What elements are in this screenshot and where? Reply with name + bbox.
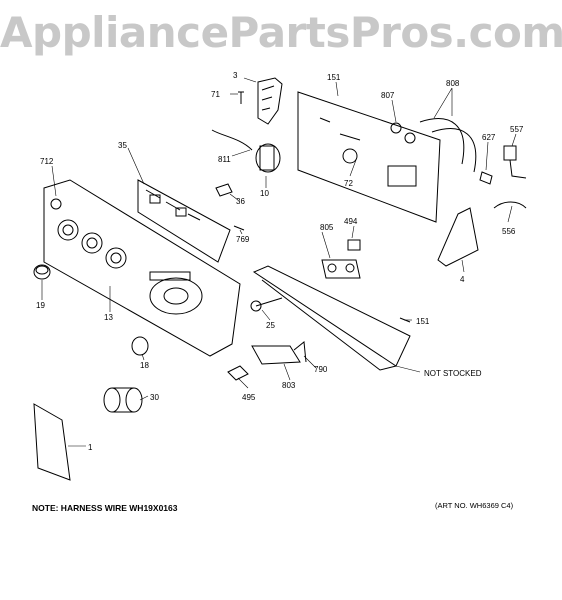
part-clip-495 [227,365,249,381]
part-bracket-3 [257,77,283,125]
callout-151-top: 151 [327,73,341,82]
callout-72: 72 [344,179,353,188]
callout-769: 769 [236,235,250,244]
part-capacitor-30 [103,387,143,413]
part-valve-bits [479,145,527,209]
callout-not-stocked: NOT STOCKED [424,369,482,378]
part-hoses-808 [390,118,477,173]
callout-811: 811 [218,155,231,164]
part-control-board-35 [137,179,231,263]
part-sensor-25 [250,297,283,312]
part-ring-18 [131,336,149,356]
callout-19: 19 [36,301,45,310]
part-knob-19 [33,264,51,280]
callout-627: 627 [482,133,496,142]
part-manual-1 [33,403,71,481]
part-valve-805 [321,239,361,279]
callout-25: 25 [266,321,275,330]
callout-4: 4 [460,275,465,284]
callout-494: 494 [344,217,358,226]
part-screw-769 [233,225,245,231]
harness-note: NOTE: HARNESS WIRE WH19X0163 [32,503,178,513]
callout-36: 36 [236,197,245,206]
callout-557: 557 [510,125,524,134]
callout-35: 35 [118,141,127,150]
part-pump-803 [251,341,307,365]
callout-3: 3 [233,71,238,80]
callout-805: 805 [320,223,334,232]
art-number: (ART NO. WH6369 C4) [435,501,514,510]
part-control-panel-13 [43,179,241,357]
callout-556: 556 [502,227,516,236]
part-bracket-4 [437,207,479,267]
callout-30: 30 [150,393,159,402]
part-backsplash-72 [297,91,441,223]
callout-13: 13 [104,313,113,322]
callout-803: 803 [282,381,296,390]
watermark: AppliancePartsPros.com [0,8,562,57]
callout-808: 808 [446,79,460,88]
part-clip-811 [211,129,253,151]
leader-lines [41,77,517,447]
part-switch-10 [255,143,281,173]
callout-495: 495 [242,393,256,402]
part-screw-71 [238,91,244,104]
callout-10: 10 [260,189,269,198]
callout-151-bottom: 151 [416,317,430,326]
callout-71: 71 [211,90,220,99]
callout-807: 807 [381,91,395,100]
callout-1: 1 [88,443,93,452]
part-base-bracket [252,265,411,371]
part-clip-36 [215,183,233,197]
callout-712: 712 [40,157,54,166]
callout-790: 790 [314,365,328,374]
callout-18: 18 [140,361,149,370]
